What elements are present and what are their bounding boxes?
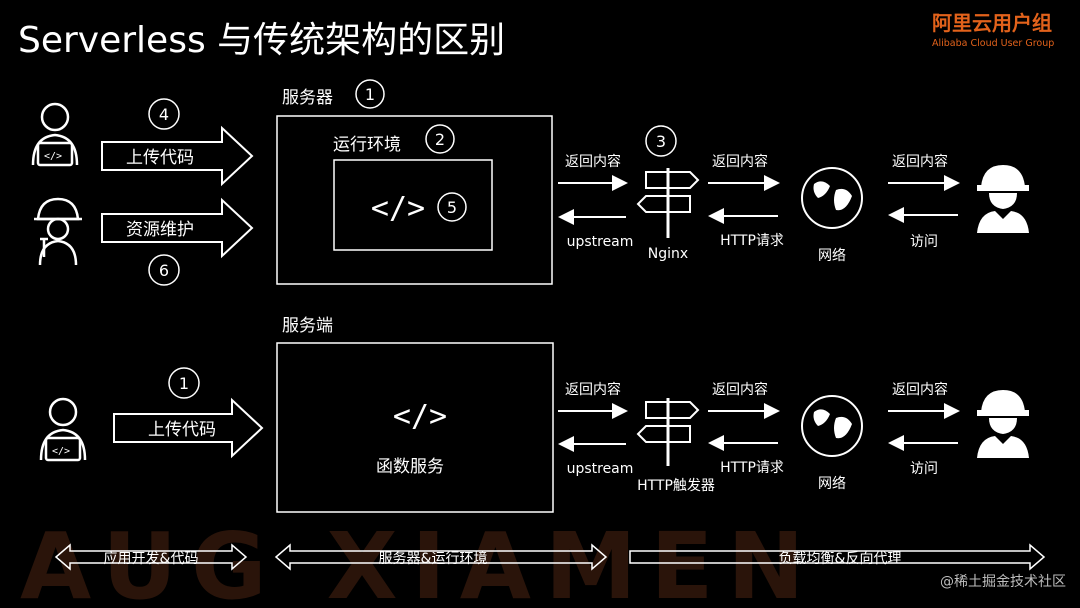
- nginx-label: Nginx: [648, 246, 688, 262]
- svg-text:4: 4: [159, 105, 169, 124]
- developer-icon: </>: [31, 102, 79, 167]
- step-4-badge: 4: [148, 98, 180, 130]
- network-globe-icon: [801, 167, 863, 229]
- step-1-badge: 1: [355, 79, 385, 109]
- http-request-label-bottom: HTTP请求: [720, 460, 784, 476]
- footer-server-runtime-label: 服务器&运行环境: [379, 551, 488, 567]
- brand-logo: 阿里云用户组 Alibaba Cloud User Group: [932, 11, 1054, 49]
- upload-code-label: 上传代码: [126, 148, 194, 168]
- return-content-label-2: 返回内容: [712, 153, 768, 170]
- upload-code-arrow: 上传代码: [101, 125, 254, 187]
- http-trigger-signpost-icon: [636, 398, 700, 466]
- runtime-box: [333, 159, 493, 251]
- step-3-badge: 3: [645, 125, 677, 157]
- nginx-signpost-icon: [636, 168, 700, 238]
- corner-watermark: @稀土掘金技术社区: [940, 574, 1066, 590]
- footer-load-balance-arrow: 负载均衡&反向代理: [629, 543, 1046, 571]
- step-2-badge: 2: [425, 124, 455, 154]
- function-service-box: [276, 342, 554, 513]
- http-request-label: HTTP请求: [720, 233, 784, 249]
- footer-load-balance-label: 负载均衡&反向代理: [779, 551, 902, 567]
- svg-text:</>: </>: [52, 446, 70, 457]
- server-label: 服务器: [282, 88, 333, 108]
- footer-app-dev-label: 应用开发&代码: [104, 550, 199, 567]
- svg-text:</>: </>: [44, 151, 62, 162]
- end-user-icon: [977, 165, 1029, 233]
- svg-text:1: 1: [179, 374, 189, 393]
- upload-code-label-bottom: 上传代码: [148, 420, 216, 440]
- svg-text:1: 1: [365, 85, 375, 104]
- code-symbol: </>: [371, 191, 425, 226]
- developer-icon-bottom: </>: [39, 397, 87, 462]
- svg-text:2: 2: [435, 130, 445, 149]
- visit-label-bottom: 访问: [910, 461, 938, 477]
- network-globe-icon-bottom: [801, 395, 863, 457]
- server-box: [276, 115, 553, 285]
- http-trigger-label: HTTP触发器: [637, 478, 715, 494]
- maintenance-worker-icon: [34, 197, 82, 266]
- code-symbol-bottom: </>: [393, 399, 447, 434]
- return-content-label-b1: 返回内容: [565, 381, 621, 398]
- return-content-label-1: 返回内容: [565, 153, 621, 170]
- footer-server-runtime-arrow: 服务器&运行环境: [274, 543, 608, 571]
- step-1-badge-bottom: 1: [168, 367, 200, 399]
- network-label: 网络: [818, 248, 846, 264]
- page-title: Serverless 与传统架构的区别: [18, 20, 505, 61]
- upload-code-arrow-bottom: 上传代码: [113, 397, 264, 459]
- server-side-label: 服务端: [282, 316, 333, 336]
- brand-name: 阿里云用户组: [932, 11, 1052, 35]
- footer-app-dev-arrow: 应用开发&代码: [54, 543, 248, 571]
- return-content-label-b2: 返回内容: [712, 381, 768, 398]
- svg-text:3: 3: [656, 132, 666, 151]
- svg-text:5: 5: [447, 198, 457, 217]
- function-service-label: 函数服务: [376, 457, 444, 477]
- end-user-icon-bottom: [977, 390, 1029, 458]
- upstream-label-bottom: upstream: [567, 461, 634, 477]
- visit-label: 访问: [910, 234, 938, 250]
- step-5-badge: 5: [437, 192, 467, 222]
- return-content-label-b3: 返回内容: [892, 381, 948, 398]
- resource-maintenance-arrow: 资源维护: [101, 197, 254, 259]
- brand-subtitle: Alibaba Cloud User Group: [932, 38, 1054, 49]
- upstream-label: upstream: [567, 234, 634, 250]
- network-label-bottom: 网络: [818, 476, 846, 492]
- runtime-label: 运行环境: [333, 135, 401, 155]
- resource-maintenance-label: 资源维护: [126, 220, 194, 240]
- svg-text:6: 6: [159, 261, 169, 280]
- watermark-background: AUG XIAMEN: [20, 513, 818, 608]
- return-content-label-3: 返回内容: [892, 153, 948, 170]
- step-6-badge: 6: [148, 254, 180, 286]
